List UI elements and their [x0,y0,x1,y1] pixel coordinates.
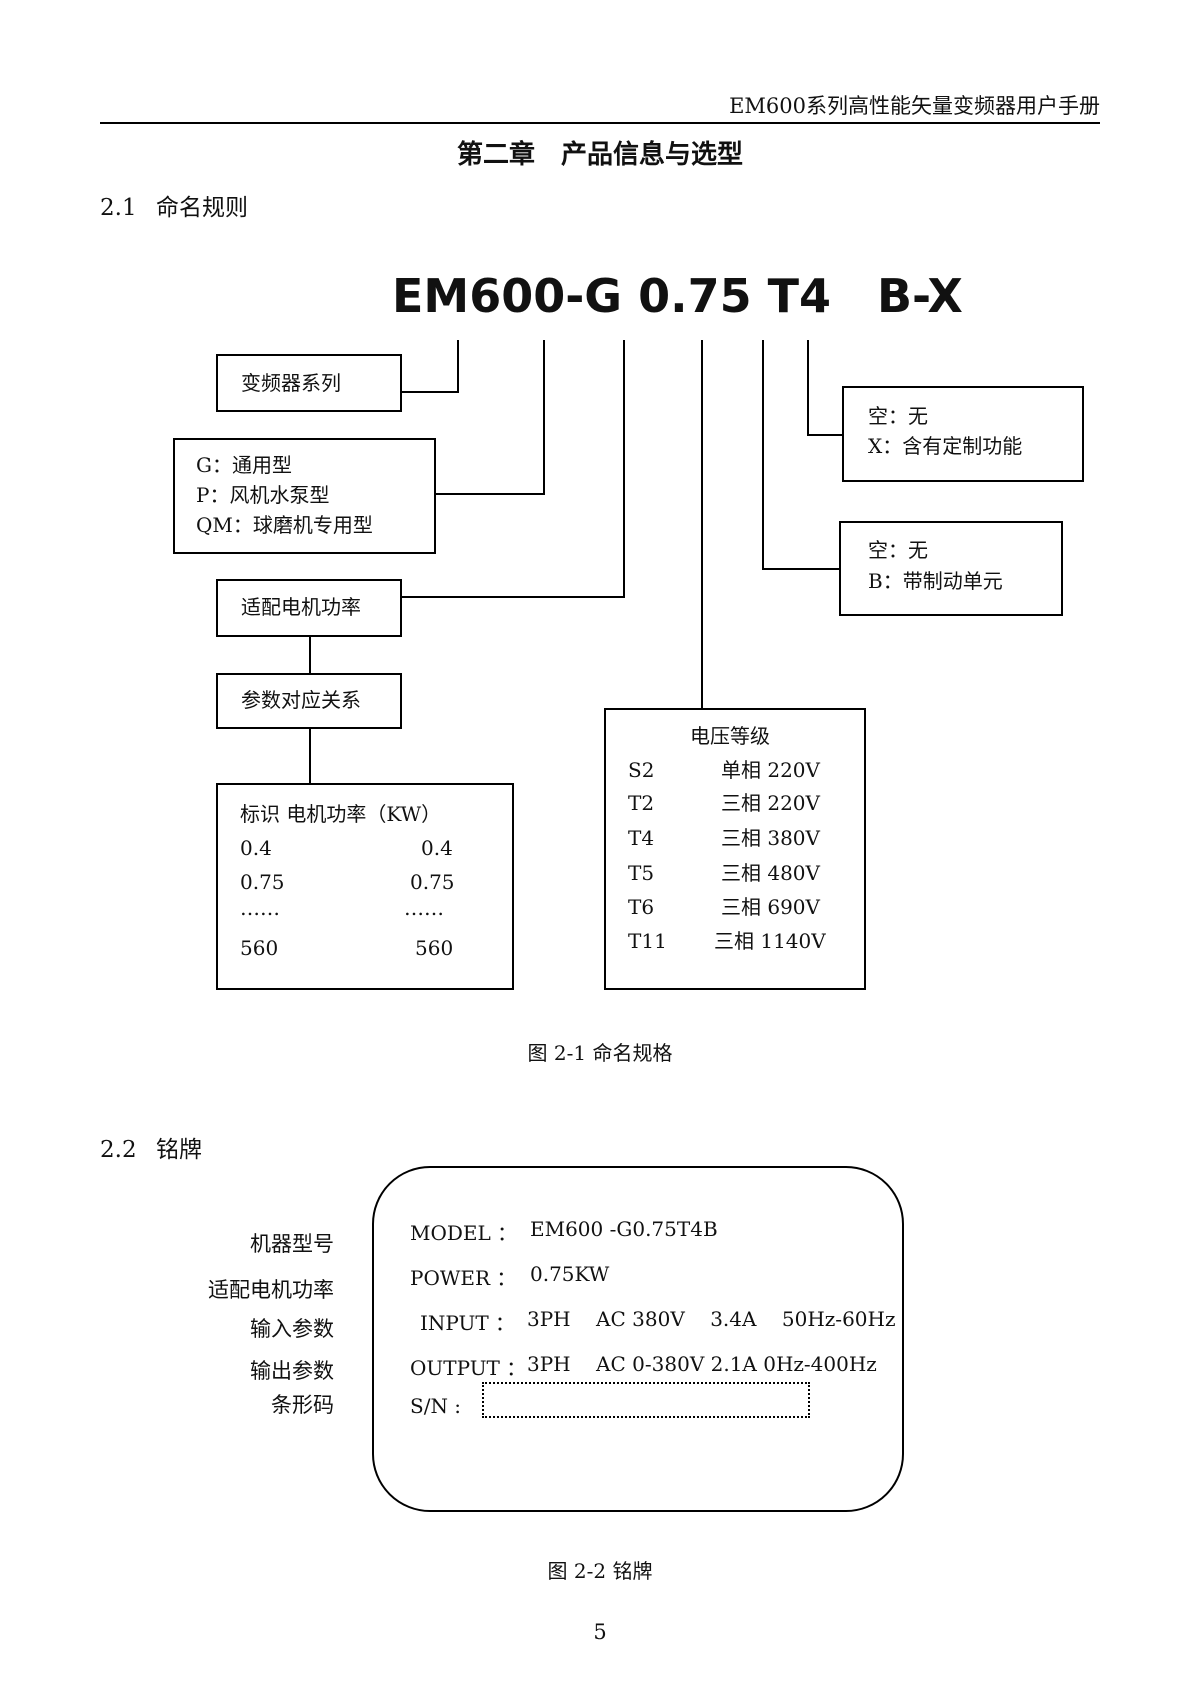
section-number: 2.2 [100,1137,137,1163]
nameplate-row-model: MODEL ： [410,1217,517,1246]
chapter-title: 第二章 产品信息与选型 [456,140,743,170]
power-table-cell: 0.75 [240,870,285,894]
voltage-table-box [604,708,866,990]
power-value: 0.75KW [530,1262,610,1286]
type-line: QM：球磨机专用型 [196,513,373,537]
section-heading-naming: 2.1 命名规则 [100,188,248,222]
power-label: 适配电机功率 [241,595,361,619]
power-table-cell: 560 [415,936,453,960]
params-box [216,673,402,729]
voltage-value: 三相 220V [721,791,821,815]
power-table-cell: 0.4 [421,836,453,860]
section-number: 2.1 [100,195,137,221]
nameplate-label: 输出参数 [250,1359,334,1383]
section-heading-nameplate: 2.2 铭牌 [100,1130,202,1164]
power-key: POWER ： [410,1266,517,1290]
power-table-cell: 0.4 [240,836,272,860]
connector-type [434,340,545,495]
custom-box [842,386,1084,482]
voltage-code: T5 [628,861,654,885]
nameplate-label: 机器型号 [250,1232,334,1256]
power-table-cell: …… [404,896,444,920]
section-title: 铭牌 [156,1137,202,1163]
output-key: OUTPUT ： [410,1356,527,1380]
custom-line: 空：无 [868,404,928,428]
voltage-value: 三相 480V [721,861,821,885]
params-label: 参数对应关系 [241,688,361,712]
connector-series [400,340,459,393]
output-value: 3PH AC 0-380V 2.1A 0Hz-400Hz [527,1352,877,1376]
header-rule [100,122,1100,124]
connector-power [400,340,625,598]
series-label: 变频器系列 [241,371,341,395]
nameplate-frame [372,1166,904,1512]
barcode-field [482,1382,810,1418]
voltage-value: 三相 1140V [714,929,826,953]
model-key: MODEL ： [410,1221,518,1245]
figure-caption-2-2: 图 2-2 铭牌 [547,1559,653,1583]
voltage-code: S2 [628,758,654,782]
voltage-code: T2 [628,791,654,815]
type-line: P：风机水泵型 [196,483,329,507]
connector-brake [762,340,840,570]
voltage-code: T6 [628,895,654,919]
type-box [173,438,436,554]
power-box [216,579,402,637]
figure-caption-2-1: 图 2-1 命名规格 [527,1041,673,1065]
voltage-value: 三相 690V [721,895,821,919]
voltage-table-title: 电压等级 [690,724,770,748]
power-table-cell: 0.75 [410,870,455,894]
power-table-cell: 560 [240,936,278,960]
series-box [216,354,402,412]
brake-line: B：带制动单元 [868,569,1003,593]
page-number: 5 [593,1620,607,1644]
model-code: EM600-G 0.75 T4 B-X [392,269,963,323]
nameplate-label: 条形码 [271,1393,334,1417]
voltage-code: T11 [628,929,667,953]
input-key: INPUT ： [420,1311,516,1335]
custom-line: X：含有定制功能 [868,434,1022,458]
model-value: EM600 -G0.75T4B [530,1217,718,1241]
connector-custom [807,340,843,436]
power-table-header: 标识 电机功率（KW） [240,802,441,826]
power-table-cell: …… [240,896,280,920]
running-header: EM600系列高性能矢量变频器用户手册 [729,94,1100,118]
sn-key: S/N : [410,1394,462,1418]
nameplate-label: 输入参数 [250,1317,334,1341]
input-value: 3PH AC 380V 3.4A 50Hz-60Hz [527,1307,896,1331]
nameplate-label: 适配电机功率 [208,1278,334,1302]
voltage-value: 三相 380V [721,826,821,850]
voltage-code: T4 [628,826,654,850]
type-line: G：通用型 [196,453,292,477]
power-table-box [216,783,514,990]
voltage-value: 单相 220V [721,758,821,782]
section-title: 命名规则 [156,195,248,221]
brake-box [839,521,1063,616]
brake-line: 空：无 [868,538,928,562]
